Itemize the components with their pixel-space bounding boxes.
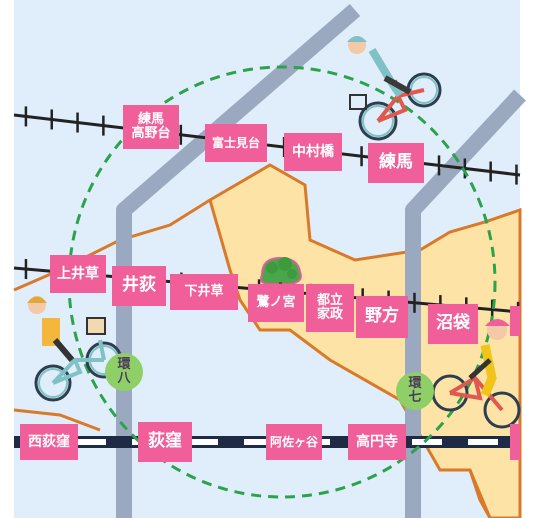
station-label: 荻窪 — [148, 431, 182, 452]
station-label: 上井草 — [57, 265, 99, 282]
station-edge-marker — [510, 306, 520, 336]
rail-jr-dash — [412, 439, 442, 445]
station-label: 富士見台 — [211, 135, 260, 150]
station-numabukuro[interactable]: 沼袋 — [428, 304, 478, 344]
station-label: 中村橋 — [292, 143, 334, 160]
road-kan7 — [405, 89, 526, 518]
station-label: 沼袋 — [436, 313, 470, 334]
station-edge-marker — [510, 424, 520, 460]
station-label: 井荻 — [122, 275, 156, 296]
road-kan8 — [116, 3, 361, 518]
station-asagaya[interactable]: 阿佐ヶ谷 — [266, 424, 322, 460]
station-nakamurabashi[interactable]: 中村橋 — [284, 133, 342, 171]
station-nerima[interactable]: 練馬 — [368, 143, 424, 183]
station-nogata[interactable]: 野方 — [356, 296, 408, 338]
station-label: 鷺ノ宮 — [256, 295, 296, 311]
station-label: 練馬 — [137, 112, 164, 128]
cyclist-icon — [27, 296, 123, 402]
rail-jr-dash — [468, 439, 498, 445]
station-label: 練馬 — [379, 152, 413, 173]
rail-jr-dash — [244, 439, 274, 445]
station-saginomiya[interactable]: 鷺ノ宮 — [248, 284, 304, 322]
station-iogi[interactable]: 井荻 — [112, 266, 166, 306]
station-toritsu-kasei[interactable]: 都立 家政 — [306, 284, 354, 332]
station-label: 高野台 — [131, 126, 171, 141]
station-label: 西荻窪 — [28, 433, 70, 450]
cyclist-icon — [431, 319, 521, 429]
rail-jr-dash — [188, 439, 218, 445]
station-kamiigusa[interactable]: 上井草 — [50, 255, 106, 293]
station-nishiogikubo[interactable]: 西荻窪 — [20, 424, 78, 460]
ward-border-south — [13, 408, 101, 432]
station-nerima-takanodai[interactable]: 練馬 高野台 — [123, 105, 179, 149]
station-ogikubo[interactable]: 荻窪 — [138, 422, 192, 462]
station-label: 高円寺 — [356, 433, 398, 450]
station-label: 家政 — [316, 307, 343, 322]
station-koenji[interactable]: 高円寺 — [348, 424, 406, 460]
rail-ikebukuro-line — [13, 113, 521, 177]
station-fujimidai[interactable]: 富士見台 — [205, 124, 267, 162]
ring-road-kan8-badge: 環 八 — [105, 353, 143, 391]
ring-road-kan7-badge: 環 七 — [396, 372, 434, 410]
station-label: 阿佐ヶ谷 — [269, 434, 318, 449]
rail-jr-dash — [76, 439, 106, 445]
station-label: 野方 — [365, 306, 399, 327]
nakano-ward-area — [208, 163, 522, 518]
station-label: 都立 — [316, 293, 343, 309]
station-label: 下井草 — [184, 284, 224, 300]
ward-border-east — [468, 469, 492, 518]
cyclist-icon — [347, 36, 442, 141]
station-shimoigusa[interactable]: 下井草 — [170, 274, 238, 310]
tree-icon — [260, 256, 302, 290]
